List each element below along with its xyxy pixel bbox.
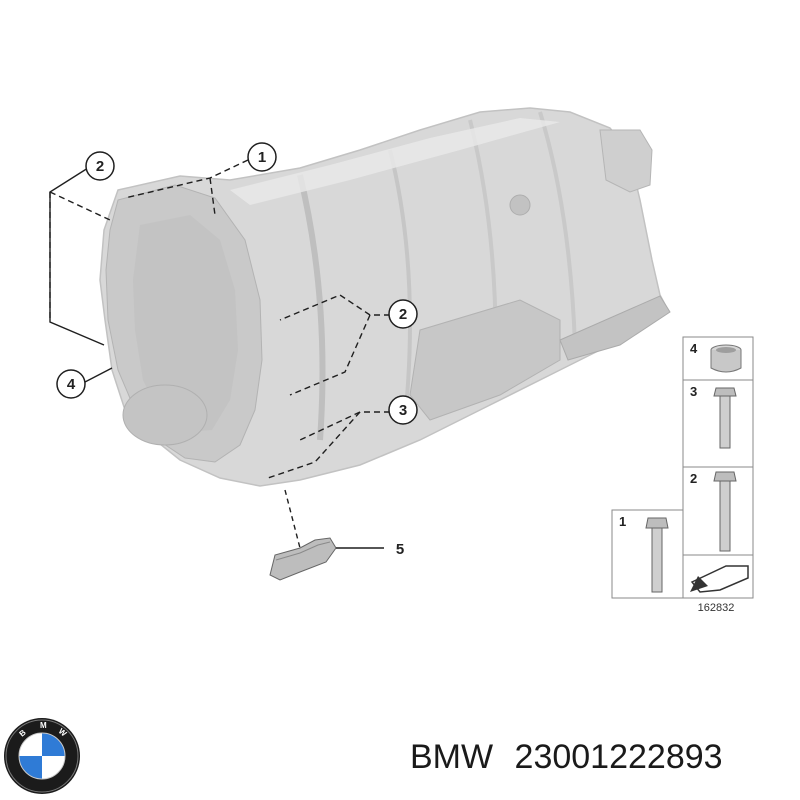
callout-5-label: 5 [396, 541, 404, 558]
legend-cell-1 [611, 509, 684, 599]
callout-4-label: 4 [67, 376, 76, 393]
transmission-housing [99, 107, 671, 487]
brand-name: BMW [410, 738, 494, 776]
footer-part-label: BMW 23001222893 [410, 738, 723, 777]
housing-rib-4 [538, 111, 577, 346]
reference-code: 162832 [698, 602, 735, 614]
leader-2-top-branch [49, 191, 111, 221]
housing-flange [559, 295, 671, 361]
leader-2-mid-lower [289, 314, 371, 396]
leader-2-mid [279, 294, 390, 321]
sleeve-part-icon [710, 344, 742, 373]
bracket-part-5 [269, 537, 337, 581]
housing-rib-1 [297, 174, 326, 441]
legend-number-3: 3 [690, 384, 697, 399]
valve-body [409, 299, 561, 421]
svg-text:B: B [18, 728, 28, 739]
callout-3-label: 3 [399, 402, 407, 419]
leader-lines [49, 159, 390, 549]
housing-rib-2 [388, 149, 412, 421]
leader-5-vert [284, 489, 301, 549]
direction-arrow-icon [690, 565, 749, 593]
svg-text:W: W [57, 727, 69, 739]
bolt-3-icon [713, 387, 737, 449]
svg-text:M: M [40, 721, 47, 730]
callout-4: 4 [56, 369, 86, 399]
bolt-2-icon [713, 471, 737, 552]
bmw-logo: B M W [4, 718, 80, 794]
callout-2-top: 2 [85, 151, 115, 181]
callout-2-mid-label: 2 [399, 306, 407, 323]
parts-legend [611, 336, 754, 599]
callout-1-label: 1 [258, 149, 266, 166]
callout-1: 1 [247, 142, 277, 172]
legend-number-2: 2 [690, 471, 697, 486]
output-shaft [599, 129, 653, 193]
housing-boss [509, 194, 531, 216]
callout-2-top-label: 2 [96, 158, 104, 175]
callout-2-mid: 2 [388, 299, 418, 329]
callout-3: 3 [388, 395, 418, 425]
legend-number-1: 1 [619, 514, 626, 529]
legend-number-4: 4 [690, 341, 698, 356]
legend-cell-2 [682, 466, 754, 556]
leader-2-top [49, 167, 105, 346]
housing-bulge [122, 384, 208, 446]
housing-highlight [230, 118, 560, 205]
bolt-1-icon [645, 517, 669, 593]
bell-inner-shadow [133, 215, 238, 432]
leader-4 [84, 367, 113, 383]
leader-1-branch [209, 177, 216, 216]
leader-3-branch [267, 411, 361, 479]
part-number: 23001222893 [514, 738, 723, 776]
